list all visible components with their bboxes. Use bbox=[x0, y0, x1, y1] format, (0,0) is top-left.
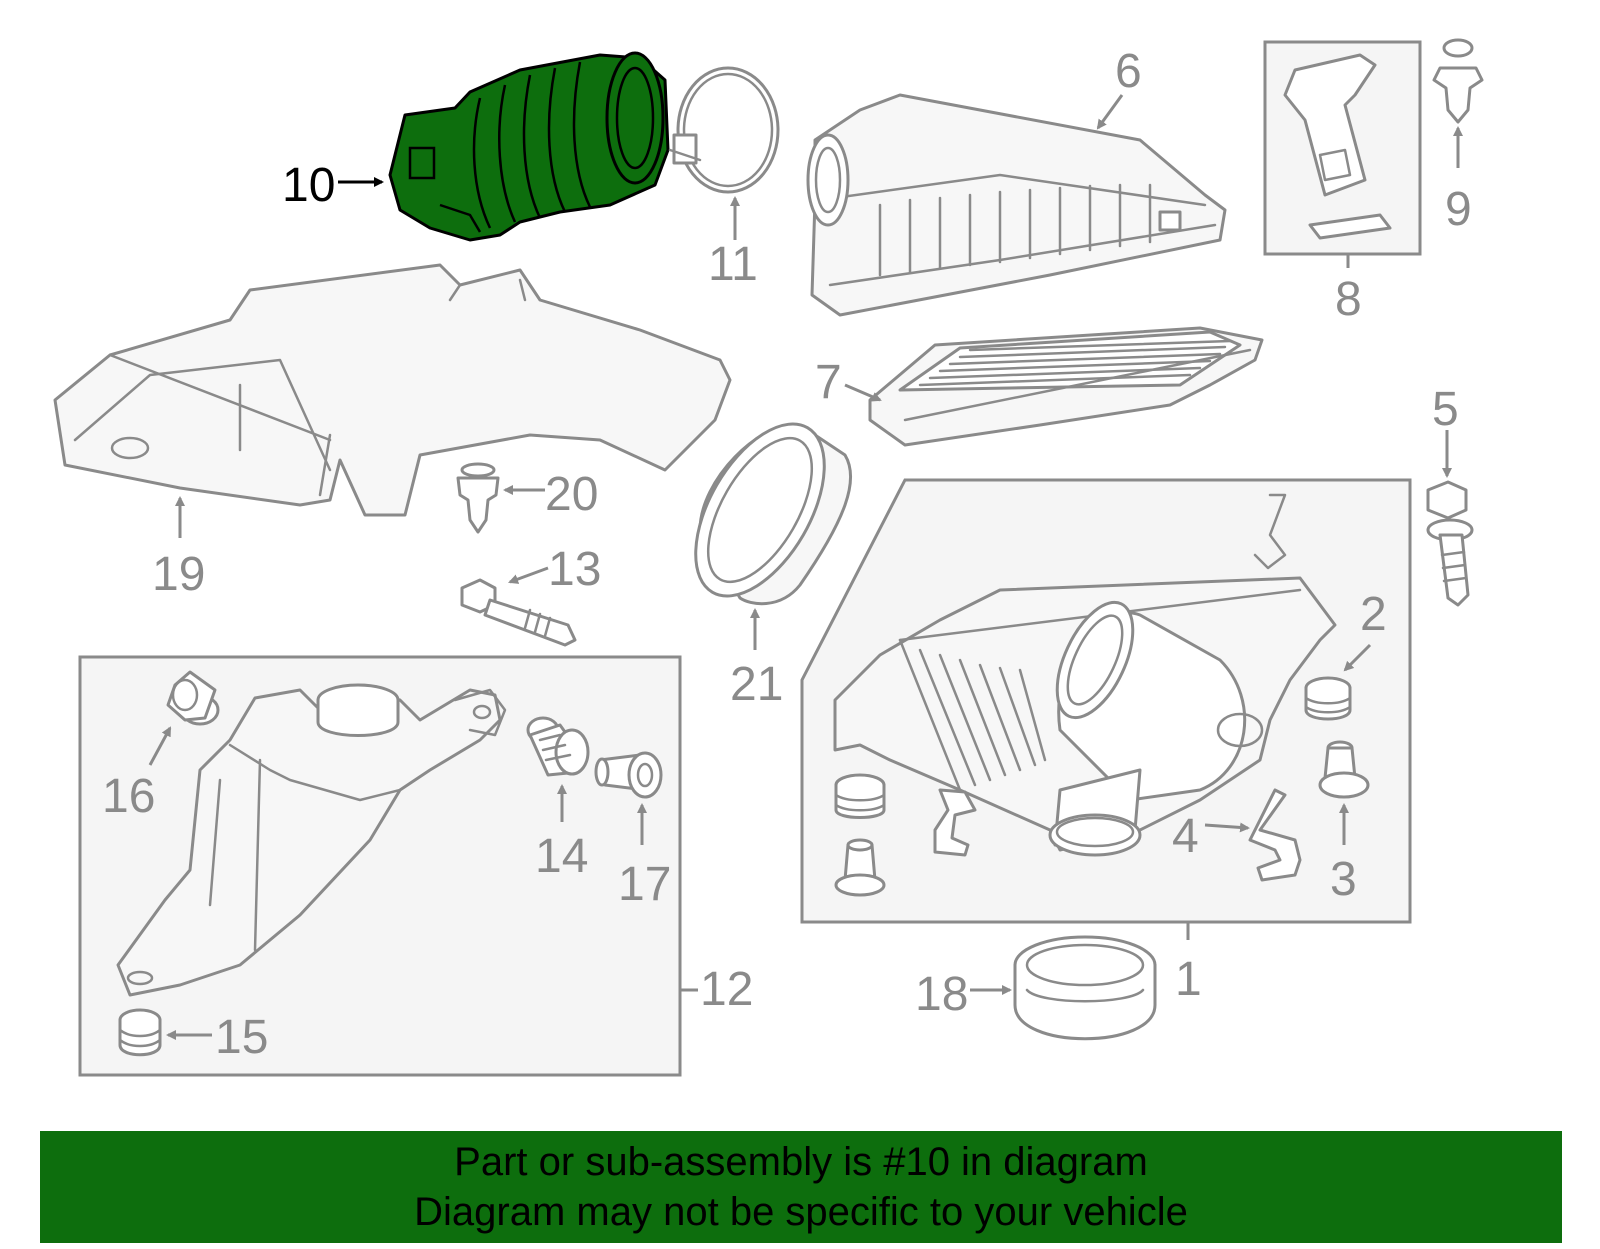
label-13: 13 bbox=[548, 543, 601, 596]
arrow-4 bbox=[1204, 822, 1250, 833]
part-6-air-cleaner-cover[interactable] bbox=[806, 93, 1227, 317]
part-12-resonator[interactable] bbox=[116, 683, 507, 997]
part-20-clip[interactable] bbox=[456, 462, 500, 534]
part-17-collar[interactable] bbox=[594, 751, 663, 799]
part-10-intake-tube[interactable] bbox=[388, 51, 670, 242]
label-6: 6 bbox=[1115, 45, 1142, 98]
label-4: 4 bbox=[1172, 810, 1199, 863]
label-8: 8 bbox=[1335, 273, 1362, 326]
part-21-seal[interactable] bbox=[669, 403, 853, 618]
banner-line-1: Part or sub-assembly is #10 in diagram bbox=[454, 1140, 1148, 1184]
arrow-2 bbox=[1343, 643, 1372, 672]
arrow-6 bbox=[1096, 94, 1124, 130]
part-9-clip[interactable] bbox=[1432, 38, 1484, 124]
label-9: 9 bbox=[1445, 183, 1472, 236]
label-3: 3 bbox=[1330, 853, 1357, 906]
part-5-bolt[interactable] bbox=[1426, 480, 1474, 607]
part-18-seal-ring[interactable] bbox=[1013, 935, 1157, 1041]
label-1: 1 bbox=[1175, 953, 1202, 1006]
label-15: 15 bbox=[215, 1011, 268, 1064]
label-12: 12 bbox=[700, 963, 753, 1016]
part-14-grommet[interactable] bbox=[526, 716, 590, 777]
label-19: 19 bbox=[152, 548, 205, 601]
part-1-clip-left[interactable] bbox=[933, 788, 977, 857]
arrow-16 bbox=[148, 726, 172, 766]
arrow-13 bbox=[508, 566, 549, 584]
part-11-clamp[interactable] bbox=[668, 66, 780, 194]
label-14: 14 bbox=[535, 830, 588, 883]
label-17: 17 bbox=[618, 858, 671, 911]
arrow-7 bbox=[844, 383, 882, 402]
part-2-grommet[interactable] bbox=[1304, 676, 1352, 721]
label-20: 20 bbox=[545, 468, 598, 521]
part-1-collar-left[interactable] bbox=[834, 838, 886, 897]
part-4-clip[interactable] bbox=[1248, 788, 1302, 882]
label-2: 2 bbox=[1360, 588, 1387, 641]
banner-line-2: Diagram may not be specific to your vehi… bbox=[414, 1190, 1188, 1234]
info-banner: Part or sub-assembly is #10 in diagram D… bbox=[40, 1131, 1562, 1243]
label-7: 7 bbox=[815, 356, 842, 409]
part-16-cap[interactable] bbox=[166, 670, 220, 726]
part-15-grommet[interactable] bbox=[118, 1008, 162, 1057]
label-10: 10 bbox=[282, 159, 335, 212]
part-7-filter[interactable] bbox=[868, 326, 1264, 447]
part-1-grommet-left-a[interactable] bbox=[834, 773, 886, 819]
label-18: 18 bbox=[915, 968, 968, 1021]
label-11: 11 bbox=[708, 238, 758, 291]
part-13-bolt[interactable] bbox=[460, 578, 577, 647]
label-16: 16 bbox=[102, 770, 155, 823]
label-5: 5 bbox=[1432, 383, 1459, 436]
part-3-collar[interactable] bbox=[1318, 740, 1370, 799]
part-1-air-cleaner-housing[interactable] bbox=[833, 493, 1337, 857]
label-21: 21 bbox=[730, 658, 783, 711]
part-19-air-duct[interactable] bbox=[53, 263, 732, 517]
part-8-sensor[interactable] bbox=[1283, 53, 1392, 240]
